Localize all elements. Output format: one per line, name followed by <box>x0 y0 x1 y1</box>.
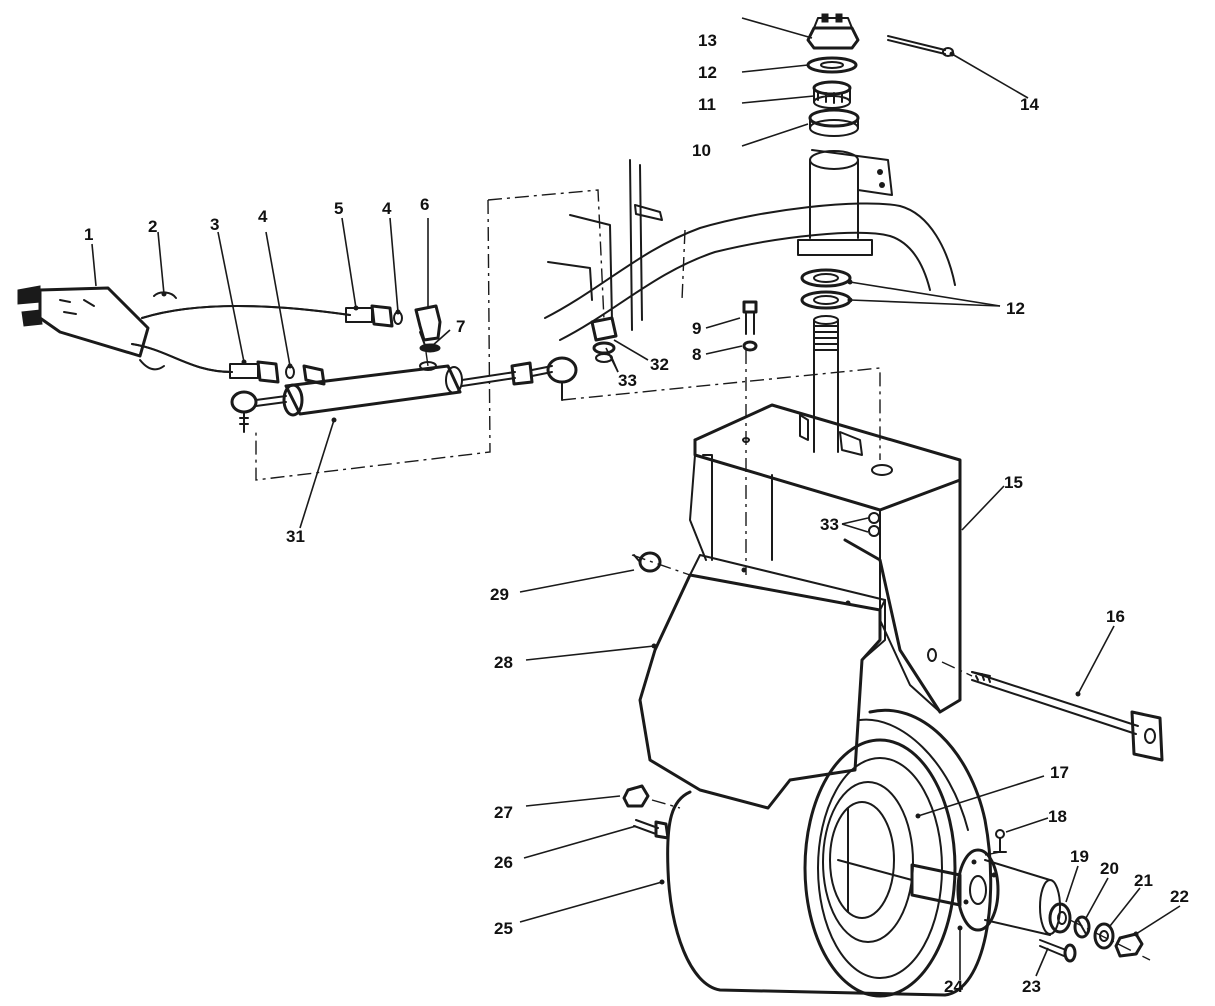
callout-13: 13 <box>698 31 717 50</box>
callout-29: 29 <box>490 585 509 604</box>
bearing-cone <box>812 80 852 109</box>
bushing-29 <box>633 551 662 573</box>
callout-2: 2 <box>148 217 157 236</box>
callout-9: 9 <box>692 319 701 338</box>
callout-14: 14 <box>1020 95 1039 114</box>
callout-23: 23 <box>1022 977 1041 996</box>
callout-7: 7 <box>456 317 465 336</box>
frame-pivot-bracket <box>590 316 618 363</box>
leader-lines <box>91 17 1181 980</box>
callout-27: 27 <box>494 803 513 822</box>
callout-10: 10 <box>692 141 711 160</box>
axle-bolt <box>971 671 1164 762</box>
spacer-19 <box>1048 902 1072 934</box>
callout-8: 8 <box>692 345 701 364</box>
frame-tube <box>544 159 956 341</box>
castle-nut <box>806 13 860 50</box>
callout-32: 32 <box>650 355 669 374</box>
tie-rod-end-left <box>230 390 287 433</box>
callout-3: 3 <box>210 215 219 234</box>
callout-28: 28 <box>494 653 513 672</box>
wheel-cover <box>638 554 886 810</box>
cotter-pin <box>887 35 954 57</box>
hose-upper <box>141 304 394 328</box>
pivot-tube <box>797 149 893 256</box>
bolt-26 <box>633 819 670 840</box>
fitting-4b <box>302 364 326 386</box>
callout-33a: 33 <box>618 371 637 390</box>
washer-7 <box>419 343 441 353</box>
spindle-shaft <box>813 315 839 453</box>
callout-26: 26 <box>494 853 513 872</box>
callout-1: 1 <box>84 225 93 244</box>
callout-12b: 12 <box>1006 299 1025 318</box>
callout-4b: 4 <box>382 199 392 218</box>
callout-19: 19 <box>1070 847 1089 866</box>
callout-33b: 33 <box>820 515 839 534</box>
tie-rod-end-right <box>531 356 578 401</box>
hose-lower <box>131 343 280 384</box>
washer-8 <box>742 340 758 352</box>
callout-4a: 4 <box>258 207 268 226</box>
callout-31: 31 <box>286 527 305 546</box>
hose-clamp <box>139 291 177 371</box>
callout-20: 20 <box>1100 859 1119 878</box>
callout-15: 15 <box>1004 473 1023 492</box>
callout-11: 11 <box>698 95 716 114</box>
callout-25: 25 <box>494 919 513 938</box>
callout-17: 17 <box>1050 763 1069 782</box>
callout-16: 16 <box>1106 607 1125 626</box>
alignment-lines <box>255 189 1151 961</box>
bearing-cup <box>808 108 860 137</box>
caster-fork <box>689 403 962 714</box>
tire <box>666 708 993 998</box>
washers-lower <box>800 268 852 310</box>
nut-27 <box>622 784 650 808</box>
leader-dots <box>161 51 1139 937</box>
callout-21: 21 <box>1134 871 1153 890</box>
hydraulic-cylinder <box>282 361 534 417</box>
callout-6: 6 <box>420 195 429 214</box>
seal-21 <box>1093 922 1115 950</box>
callout-18: 18 <box>1048 807 1067 826</box>
hose-sleeve <box>17 285 150 358</box>
bearing-20 <box>1073 915 1091 939</box>
hub <box>837 848 1061 936</box>
callout-24: 24 <box>944 977 963 996</box>
washer-top <box>806 56 858 74</box>
callout-labels: 1 2 3 4 4 5 6 7 8 9 10 11 12 12 13 14 15… <box>84 31 1189 996</box>
grease-fittings <box>868 512 880 537</box>
bolt-23 <box>1039 939 1077 963</box>
callout-12a: 12 <box>698 63 717 82</box>
hub-grease-fitting <box>993 829 1007 853</box>
callout-5: 5 <box>334 199 343 218</box>
callout-22: 22 <box>1170 887 1189 906</box>
bolt-9 <box>742 300 758 335</box>
